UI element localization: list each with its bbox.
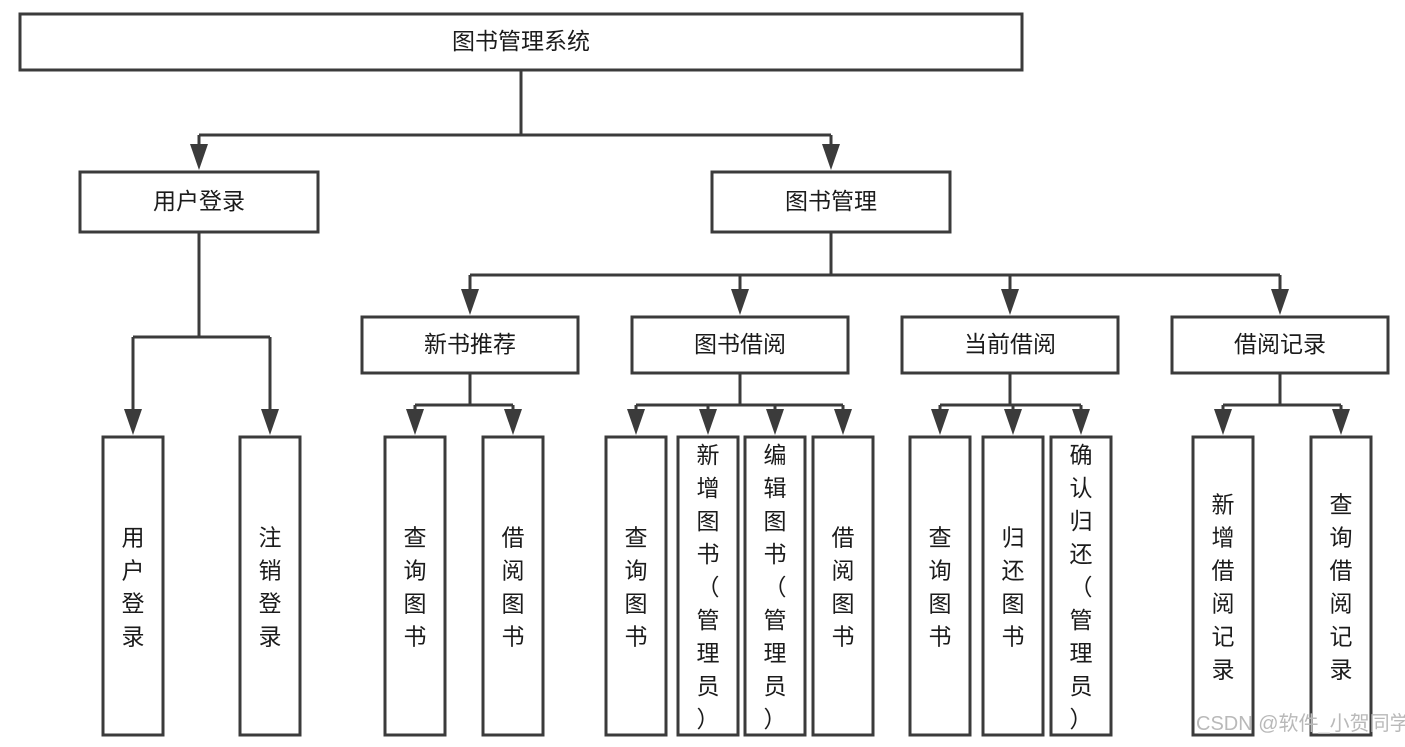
connector-layer [124, 70, 1350, 435]
arrow-head-icon [504, 409, 522, 435]
arrow-head-icon [461, 289, 479, 315]
node-box-leaf-user-login[interactable] [101, 435, 165, 737]
node-leaf-borrow-book-2[interactable]: 借阅图书 [811, 435, 875, 737]
arrow-head-icon [931, 409, 949, 435]
node-box-leaf-borrow-book-1[interactable] [481, 435, 545, 737]
node-box-current-borrow[interactable] [900, 315, 1120, 375]
connector-group-root [190, 70, 840, 170]
node-leaf-return-book[interactable]: 归还图书 [981, 435, 1045, 737]
node-leaf-query-book-3[interactable]: 查询图书 [908, 435, 972, 737]
node-box-leaf-return-book[interactable] [981, 435, 1045, 737]
arrow-head-icon [124, 409, 142, 435]
node-book-borrow[interactable]: 图书借阅 [630, 315, 850, 375]
node-box-leaf-user-logout[interactable] [238, 435, 302, 737]
node-label-book-manage: 图书管理 [785, 188, 877, 214]
node-leaf-confirm-return[interactable]: 确认归还（管理员） [1049, 435, 1113, 737]
node-label-leaf-return-book: 归还图书 [1002, 525, 1025, 650]
arrow-head-icon [1001, 289, 1019, 315]
node-leaf-query-book-1[interactable]: 查询图书 [383, 435, 447, 737]
node-label-leaf-confirm-return: 确认归还（管理员） [1070, 442, 1093, 732]
node-box-leaf-borrow-book-2[interactable] [811, 435, 875, 737]
node-box-borrow-record[interactable] [1170, 315, 1390, 375]
node-label-leaf-user-login: 用户登录 [122, 525, 145, 650]
node-label-borrow-record: 借阅记录 [1234, 331, 1326, 357]
node-box-user-login[interactable] [78, 170, 320, 234]
node-leaf-user-logout[interactable]: 注销登录 [238, 435, 302, 737]
node-current-borrow[interactable]: 当前借阅 [900, 315, 1120, 375]
node-box-leaf-add-record[interactable] [1191, 435, 1255, 737]
arrow-head-icon [1004, 409, 1022, 435]
node-leaf-add-book[interactable]: 新增图书（管理员） [676, 435, 740, 737]
csdn-watermark: CSDN @软件_小贺同学 [1196, 712, 1405, 735]
connector-group-current-borrow [931, 373, 1090, 435]
node-book-manage[interactable]: 图书管理 [710, 170, 952, 234]
node-label-root: 图书管理系统 [452, 28, 590, 54]
node-label-book-borrow: 图书借阅 [694, 331, 786, 357]
node-label-leaf-borrow-book-2: 借阅图书 [832, 525, 855, 650]
arrow-head-icon [406, 409, 424, 435]
arrow-head-icon [1332, 409, 1350, 435]
node-box-leaf-query-record[interactable] [1309, 435, 1373, 737]
arrow-head-icon [1214, 409, 1232, 435]
arrow-head-icon [822, 144, 840, 170]
arrow-head-icon [261, 409, 279, 435]
node-label-leaf-user-logout: 注销登录 [259, 525, 282, 650]
node-label-leaf-query-book-1: 查询图书 [404, 525, 427, 650]
node-box-leaf-confirm-return[interactable] [1049, 435, 1113, 737]
node-box-root[interactable] [18, 12, 1024, 72]
node-leaf-user-login[interactable]: 用户登录 [101, 435, 165, 737]
node-label-leaf-add-record: 新增借阅记录 [1212, 492, 1235, 683]
node-label-current-borrow: 当前借阅 [964, 331, 1056, 357]
node-box-leaf-query-book-1[interactable] [383, 435, 447, 737]
node-box-book-borrow[interactable] [630, 315, 850, 375]
node-leaf-add-record[interactable]: 新增借阅记录 [1191, 435, 1255, 737]
node-label-leaf-edit-book: 编辑图书（管理员） [764, 442, 787, 732]
connector-group-user-login [124, 232, 279, 435]
node-borrow-record[interactable]: 借阅记录 [1170, 315, 1390, 375]
node-label-leaf-query-book-2: 查询图书 [625, 525, 648, 650]
arrow-head-icon [834, 409, 852, 435]
arrow-head-icon [190, 144, 208, 170]
connector-group-book-borrow [627, 373, 852, 435]
arrow-head-icon [1271, 289, 1289, 315]
connector-group-new-book-rec [406, 373, 522, 435]
node-label-leaf-borrow-book-1: 借阅图书 [502, 525, 525, 650]
connector-group-book-manage [461, 232, 1289, 315]
node-leaf-borrow-book-1[interactable]: 借阅图书 [481, 435, 545, 737]
node-label-leaf-query-record: 查询借阅记录 [1330, 492, 1353, 683]
node-root[interactable]: 图书管理系统 [18, 12, 1024, 72]
node-box-leaf-query-book-3[interactable] [908, 435, 972, 737]
node-box-leaf-query-book-2[interactable] [604, 435, 668, 737]
node-box-leaf-edit-book[interactable] [743, 435, 807, 737]
node-label-leaf-add-book: 新增图书（管理员） [697, 442, 720, 732]
node-new-book-rec[interactable]: 新书推荐 [360, 315, 580, 375]
connector-group-borrow-record [1214, 373, 1350, 435]
arrow-head-icon [699, 409, 717, 435]
node-label-new-book-rec: 新书推荐 [424, 331, 516, 357]
node-box-book-manage[interactable] [710, 170, 952, 234]
arrow-head-icon [766, 409, 784, 435]
node-box-new-book-rec[interactable] [360, 315, 580, 375]
node-user-login[interactable]: 用户登录 [78, 170, 320, 234]
node-leaf-edit-book[interactable]: 编辑图书（管理员） [743, 435, 807, 737]
node-leaf-query-book-2[interactable]: 查询图书 [604, 435, 668, 737]
node-box-leaf-add-book[interactable] [676, 435, 740, 737]
node-leaf-query-record[interactable]: 查询借阅记录 [1309, 435, 1373, 737]
arrow-head-icon [731, 289, 749, 315]
node-label-leaf-query-book-3: 查询图书 [929, 525, 952, 650]
arrow-head-icon [1072, 409, 1090, 435]
arrow-head-icon [627, 409, 645, 435]
node-label-user-login: 用户登录 [153, 188, 245, 214]
node-layer: 图书管理系统用户登录图书管理新书推荐图书借阅当前借阅借阅记录用户登录注销登录查询… [18, 12, 1390, 737]
